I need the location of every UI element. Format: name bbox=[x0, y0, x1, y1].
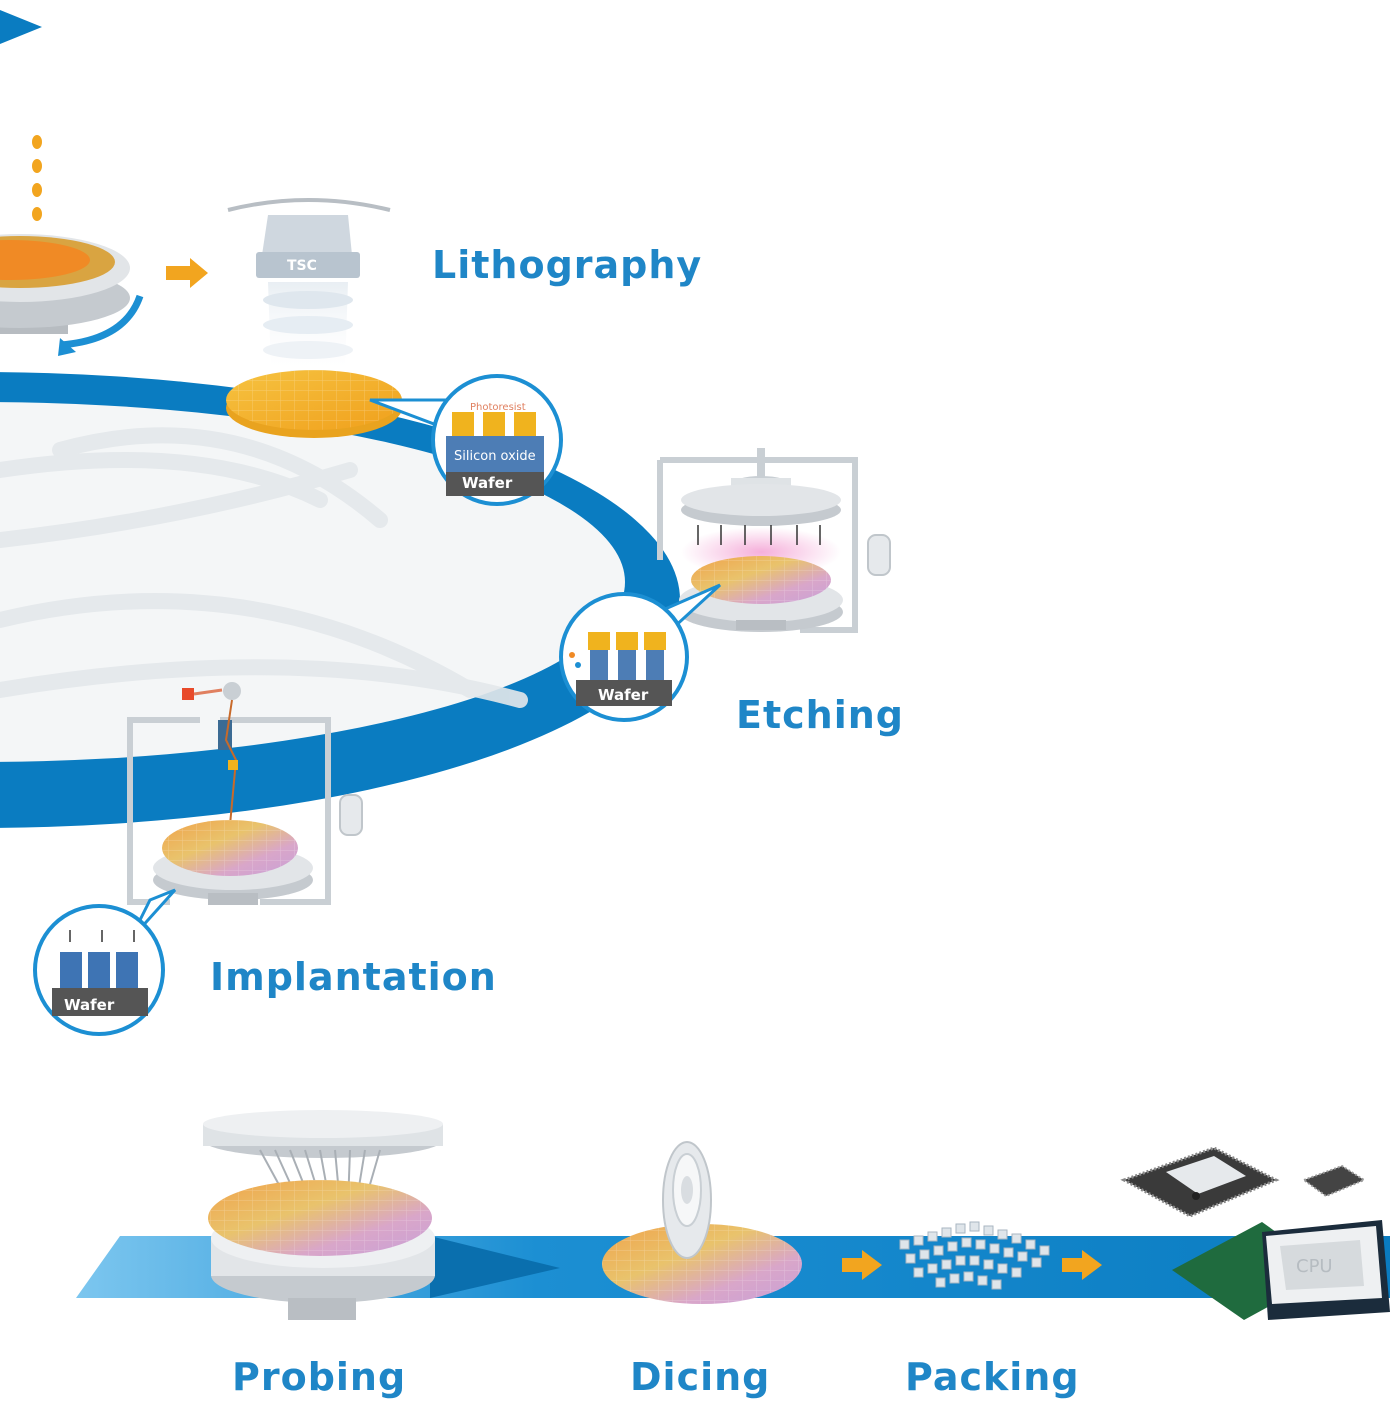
arrow-right-icon bbox=[1062, 1250, 1102, 1280]
dicing-station bbox=[602, 1141, 802, 1304]
implantation-label: Implantation bbox=[210, 955, 497, 999]
wafer-label: Wafer bbox=[598, 686, 649, 704]
dicing-label: Dicing bbox=[630, 1355, 771, 1399]
dies-cluster bbox=[899, 1221, 1050, 1290]
process-ring bbox=[0, 372, 680, 828]
lithography-machine: TSC bbox=[226, 198, 402, 438]
mask-label: TSC bbox=[287, 258, 317, 274]
etching-chamber bbox=[657, 448, 891, 633]
arrow-right-icon bbox=[842, 1250, 882, 1280]
etching-label: Etching bbox=[736, 693, 904, 737]
chip-label: CPU bbox=[1296, 1256, 1333, 1277]
implantation-callout: Wafer bbox=[33, 888, 177, 1036]
top-arrow-tip bbox=[0, 10, 42, 44]
probing-station bbox=[203, 1110, 443, 1320]
photoresist-label: Photoresist bbox=[470, 402, 526, 413]
lithography-label: Lithography bbox=[432, 243, 703, 287]
arrow-right-icon bbox=[166, 258, 208, 288]
wafer-label: Wafer bbox=[462, 474, 513, 492]
silicon-oxide-label: Silicon oxide bbox=[454, 449, 536, 464]
band-arrow bbox=[430, 1236, 560, 1298]
probing-label: Probing bbox=[232, 1355, 407, 1399]
spin-coater bbox=[0, 135, 144, 356]
etching-callout: Wafer bbox=[559, 583, 722, 722]
packaged-chips: CPU bbox=[1120, 1146, 1390, 1320]
wafer-label: Wafer bbox=[64, 996, 115, 1014]
implantation-chamber bbox=[127, 682, 363, 905]
lithography-callout: Photoresist Silicon oxide Wafer bbox=[369, 374, 563, 506]
packing-label: Packing bbox=[905, 1355, 1080, 1399]
